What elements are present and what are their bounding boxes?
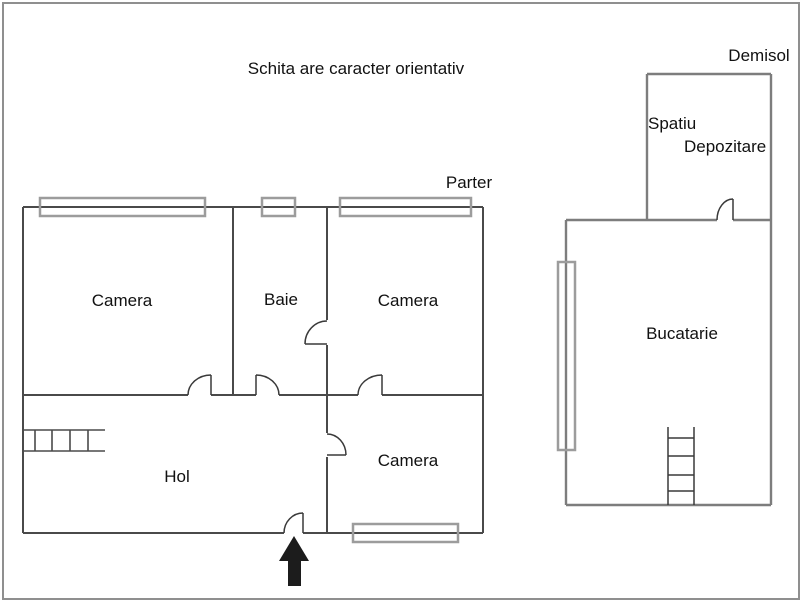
room-label-baie: Baie xyxy=(263,290,299,309)
room-label-bucatarie: Bucatarie xyxy=(646,324,718,343)
demisol-walls xyxy=(564,72,773,507)
parter-building xyxy=(22,196,484,586)
room-label-hol: Hol xyxy=(164,467,190,486)
door-hol-camera-bottom xyxy=(326,433,347,456)
door-baie-hol xyxy=(255,374,280,396)
room-label-camera-top-right: Camera xyxy=(377,291,439,310)
room-label-depozitare: Depozitare xyxy=(684,137,767,156)
disclaimer-title: Schita are caracter orientativ xyxy=(247,59,465,78)
door-baie-camera xyxy=(304,320,328,345)
door-camera-top-right xyxy=(357,374,383,396)
room-label-camera-bottom-right: Camera xyxy=(377,451,439,470)
stairs-hol xyxy=(23,429,105,452)
window-camera-top-right xyxy=(338,196,473,218)
window-camera-bottom xyxy=(351,522,460,544)
window-camera-top-left xyxy=(38,196,207,218)
parter-outer-walls xyxy=(22,206,484,534)
window-baie xyxy=(260,196,297,218)
entrance-arrow-icon xyxy=(279,536,309,586)
demisol-building xyxy=(556,72,773,507)
door-camera-top-left xyxy=(187,374,212,396)
parter-floor-label: Parter xyxy=(445,173,493,192)
door-bucatarie-spatiu xyxy=(716,198,734,221)
window-bucatarie xyxy=(556,260,577,452)
door-entrance xyxy=(283,512,304,534)
demisol-floor-label: Demisol xyxy=(728,46,790,65)
room-label-camera-top-left: Camera xyxy=(91,291,153,310)
ladder-bucatarie xyxy=(667,427,695,505)
room-label-spatiu: Spatiu xyxy=(648,114,697,133)
